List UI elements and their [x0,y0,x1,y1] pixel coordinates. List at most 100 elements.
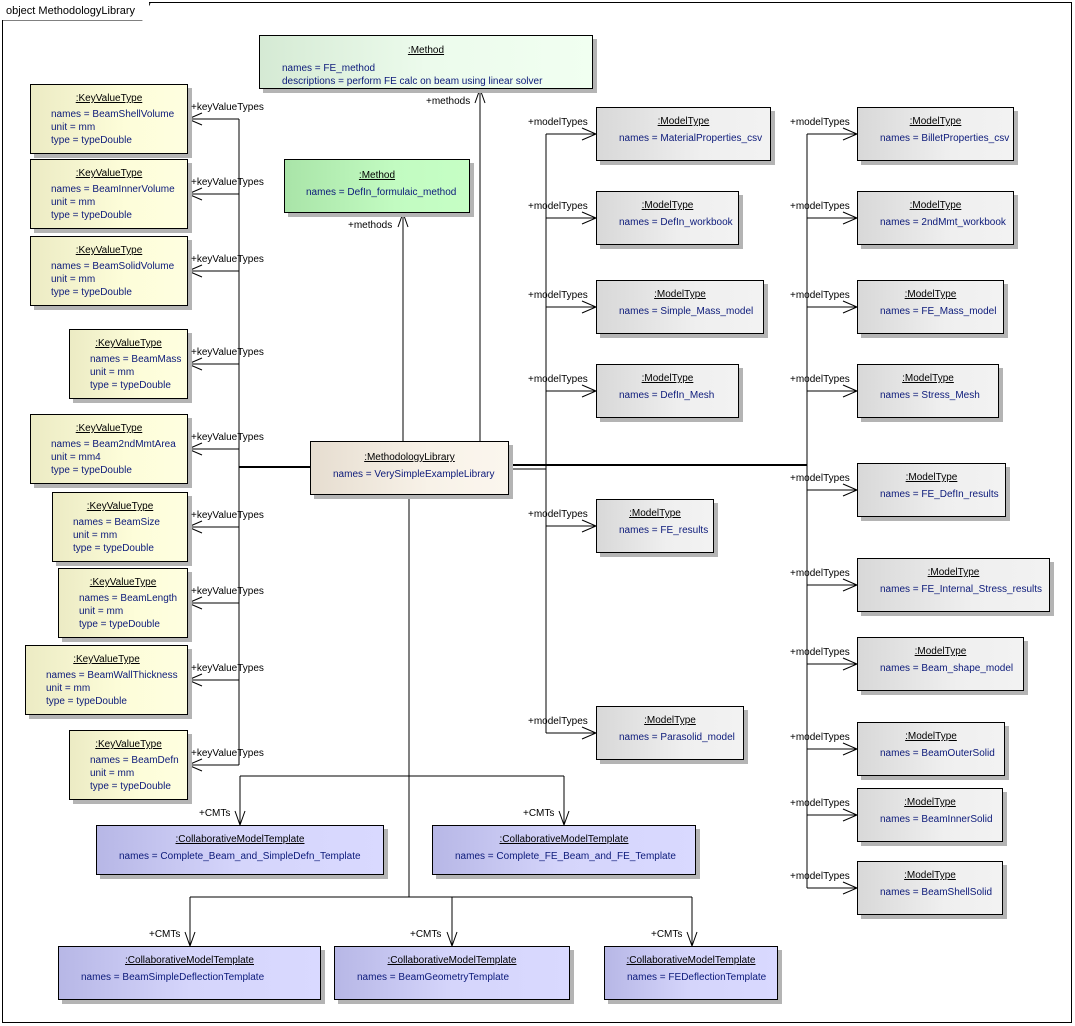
object-title: :CollaborativeModelTemplate [499,834,629,845]
methodology-library-object[interactable]: :MethodologyLibrary names = VerySimpleEx… [310,441,509,495]
object-title: :ModelType [644,715,696,726]
key-value-type-arrowhead [186,442,203,456]
key-value-type-arrowhead [186,357,203,371]
role-label: +CMTs [199,808,231,819]
object-title: :ModelType [905,731,957,742]
role-label: +modelTypes [528,509,588,520]
attr-names: names = BeamLength [79,593,178,604]
attr-names: names = VerySimpleExampleLibrary [333,469,495,480]
attr-names: names = FE_results [619,525,709,536]
method-object[interactable]: :Method names = DefIn_formulaic_method [284,159,470,213]
object-title: :ModelType [927,567,980,578]
attr-unit: unit = mm [51,197,96,208]
object-title: :ModelType [641,373,694,384]
method-object[interactable]: :Method names = FE_method descriptions =… [259,35,593,89]
object-title: :KeyValueType [95,739,162,750]
attr-names: names = DefIn_workbook [619,217,733,228]
role-label: +methods [426,96,471,107]
key-value-type-object[interactable]: :KeyValueType names = BeamInnerVolume unit… [30,159,188,229]
role-label: +keyValueTypes [191,510,264,521]
object-title: :ModelType [654,289,706,300]
object-title: :Method [358,170,396,181]
attr-names: names = BeamWallThickness [46,670,178,681]
key-value-type-arrowhead [186,187,203,201]
method-arrowhead [474,87,486,104]
object-title: :KeyValueType [95,338,162,349]
role-label: +modelTypes [790,732,850,743]
object-title: :CollaborativeModelTemplate [626,955,756,966]
role-label: +keyValueTypes [191,254,264,265]
object-title: :ModelType [909,116,962,127]
object-title: :CollaborativeModelTemplate [175,834,305,845]
object-title: :ModelType [904,289,957,300]
attr-names: names = Stress_Mesh [880,390,980,401]
role-label: +modelTypes [790,117,850,128]
method-arrowhead [397,211,409,228]
attr-names: names = Beam_shape_model [880,663,1014,674]
object-title: :KeyValueType [75,245,143,256]
object-title: :ModelType [902,373,954,384]
attr-type: type = typeDouble [46,696,127,707]
attr-type: type = typeDouble [73,543,154,554]
attr-names: names = FE_Internal_Stress_results [880,584,1043,595]
attr-names: names = BeamShellSolid [880,887,993,898]
role-label: +methods [348,220,393,231]
attr-unit: unit = mm [90,768,135,779]
attr-names: names = BeamOuterSolid [880,748,995,759]
object-title: :ModelType [909,200,962,211]
attr-names: names = BeamSize [73,517,160,528]
role-label: +modelTypes [790,290,850,301]
attr-names: names = BeamSolidVolume [51,261,175,272]
role-label: +modelTypes [528,374,588,385]
attr-descriptions: descriptions = perform FE calc on beam u… [282,76,543,87]
role-label: +modelTypes [790,798,850,809]
attr-type: type = typeDouble [51,135,132,146]
role-label: +modelTypes [790,647,850,658]
key-value-type-arrowhead [186,112,203,126]
role-label: +CMTs [149,929,181,940]
attr-unit: unit = mm [79,606,124,617]
model-type-object[interactable]: :ModelType names = FE_Internal_Stress_res… [857,558,1050,612]
attr-names: names = FE_DefIn_results [880,489,999,500]
object-title: :KeyValueType [75,168,143,179]
attr-names: names = Beam2ndMmtArea [51,439,176,450]
attr-names: names = BeamInnerVolume [51,184,175,195]
role-label: +modelTypes [790,568,850,579]
object-title: :ModelType [904,797,956,808]
model-type-object[interactable]: :ModelType names = BeamOuterSolid [857,722,1005,776]
object-title: :CollaborativeModelTemplate [387,955,517,966]
key-value-type-arrowhead [186,264,203,278]
object-title: :Method [407,45,445,56]
object-title: :MethodologyLibrary [364,452,455,463]
role-label: +modelTypes [790,473,850,484]
key-value-type-object[interactable]: :KeyValueType names = BeamSolidVolume unit… [30,236,188,306]
attr-unit: unit = mm [51,274,96,285]
model-type-object[interactable]: :ModelType names = Stress_Mesh [857,364,999,418]
